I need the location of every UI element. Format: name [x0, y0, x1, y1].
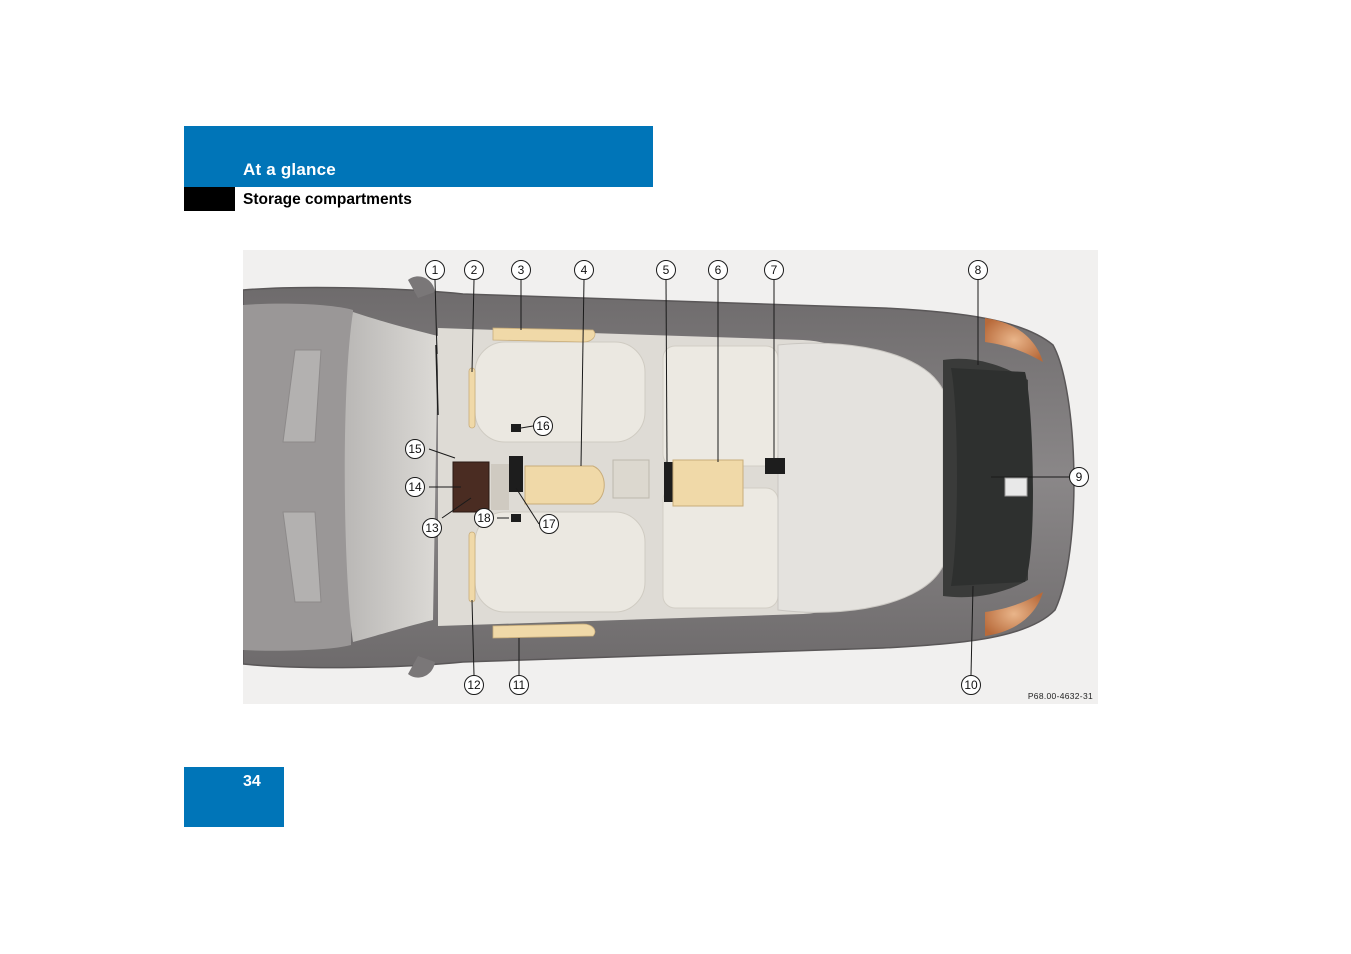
armrest-compartment-rear: [672, 459, 744, 507]
centre-console-panel: [491, 464, 509, 510]
callout-17: 17: [539, 514, 559, 534]
front-seat-left: [474, 341, 646, 443]
glovebox-edge: [435, 344, 439, 416]
page-number-box: 34: [184, 767, 284, 827]
callout-16: 16: [533, 416, 553, 436]
cup-holder-rear: [664, 462, 673, 502]
callout-1: 1: [425, 260, 445, 280]
compartment-16-marker: [511, 424, 521, 432]
rear-seat-left: [662, 345, 779, 467]
front-seat-right: [474, 511, 646, 613]
callout-13: 13: [422, 518, 442, 538]
tail-lamp-left: [985, 318, 1043, 362]
callout-leader-lines: [428, 279, 1069, 676]
car-top-view-illustration: [243, 276, 1075, 678]
callout-11: 11: [509, 675, 529, 695]
figure-code: P68.00-4632-31: [1027, 691, 1093, 701]
section-header-bar: At a glance: [184, 126, 653, 187]
callout-5: 5: [656, 260, 676, 280]
mirror-right: [408, 656, 435, 678]
door-pockets: [468, 327, 596, 639]
page-number: 34: [243, 773, 261, 790]
subsection-title: Storage compartments: [243, 191, 412, 208]
callout-12: 12: [464, 675, 484, 695]
callout-18: 18: [474, 508, 494, 528]
callout-4: 4: [574, 260, 594, 280]
ski-bag-hatch: [765, 458, 785, 474]
centre-console-wood: [452, 461, 490, 513]
callout-10: 10: [961, 675, 981, 695]
section-title: At a glance: [243, 160, 336, 179]
callout-8: 8: [968, 260, 988, 280]
armrest-compartment-front: [524, 465, 605, 505]
trunk-handle: [1004, 477, 1028, 497]
windshield: [344, 312, 438, 642]
storage-compartments-figure: 1 2 3 4 5 6 7 8 9 10 11 12 13 14 15 16 1…: [243, 250, 1098, 704]
callout-14: 14: [405, 477, 425, 497]
cup-holder-front: [509, 456, 523, 492]
callout-2: 2: [464, 260, 484, 280]
tail-lamp-right: [985, 592, 1043, 636]
rear-window: [777, 342, 944, 613]
callout-3: 3: [511, 260, 531, 280]
subsection-marker: [184, 187, 235, 211]
compartment-18-marker: [511, 514, 521, 522]
callout-9: 9: [1069, 467, 1089, 487]
mirror-left: [408, 276, 435, 298]
rear-vents: [612, 459, 650, 499]
callout-6: 6: [708, 260, 728, 280]
car-hood: [243, 303, 353, 651]
hood-vents: [282, 349, 322, 603]
callout-7: 7: [764, 260, 784, 280]
callout-15: 15: [405, 439, 425, 459]
